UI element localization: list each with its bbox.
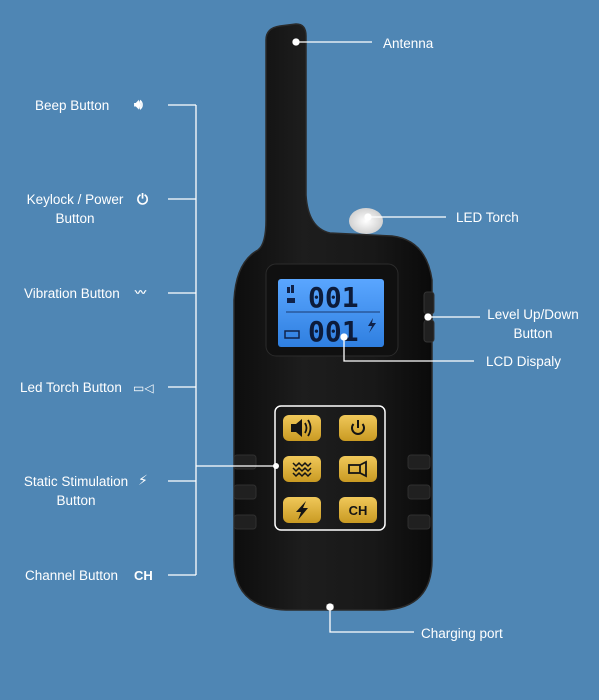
- label-static-stimulation-line1: Static Stimulation: [23, 474, 129, 489]
- keypad-channel-button[interactable]: CH: [339, 497, 377, 523]
- lightning-icon: ⚡︎: [138, 473, 148, 489]
- label-keylock-power-line2: Button: [55, 211, 95, 226]
- keypad-static-button[interactable]: [283, 497, 321, 523]
- antenna-leader: [292, 38, 372, 46]
- lcd-remote-icon: [287, 298, 295, 303]
- label-led-torch: LED Torch: [456, 210, 519, 225]
- vibration-icon: [292, 461, 312, 478]
- lightning-icon: [296, 501, 308, 520]
- lcd-leader: [340, 333, 474, 362]
- lcd-bolt-icon: [368, 318, 376, 333]
- led-torch: [349, 208, 383, 234]
- left-bracket: [168, 104, 276, 576]
- level-leader: [424, 313, 480, 321]
- keypad-vibration-button[interactable]: [283, 456, 321, 482]
- power-icon: ⏻: [137, 192, 149, 208]
- channel-icon: CH: [134, 568, 153, 583]
- keypad-beep-button[interactable]: [283, 415, 321, 441]
- label-static-stimulation: Static Stimulation Button: [14, 472, 138, 510]
- level-up-button[interactable]: [423, 291, 435, 315]
- label-level-up-down: Level Up/Down Button: [487, 307, 579, 341]
- speaker-icon: 🔊︎: [134, 97, 143, 113]
- lcd-bottom-value: 001: [308, 315, 359, 348]
- label-keylock-power-line1: Keylock / Power: [26, 192, 124, 207]
- right-grip: [407, 454, 431, 530]
- label-vibration-button: Vibration Button: [24, 286, 120, 301]
- label-keylock-power: Keylock / Power Button: [15, 190, 135, 228]
- label-antenna: Antenna: [383, 36, 434, 51]
- lcd-top-value: 001: [308, 281, 359, 314]
- lcd-antenna-icon: [287, 285, 294, 293]
- flashlight-icon: ▭◁: [133, 381, 154, 395]
- flashlight-icon: [348, 460, 367, 478]
- charging-leader: [326, 603, 414, 633]
- keypad-torch-button[interactable]: [339, 456, 377, 482]
- keypad-ch-label: CH: [349, 503, 368, 518]
- keypad-power-button[interactable]: [339, 415, 377, 441]
- level-down-button[interactable]: [423, 319, 435, 343]
- label-static-stimulation-line2: Button: [56, 493, 96, 508]
- left-grip: [233, 454, 257, 530]
- label-charging-port: Charging port: [421, 626, 503, 641]
- lcd-screen: [278, 279, 384, 347]
- label-lcd-display: LCD Dispaly: [486, 354, 562, 369]
- lcd-battery-icon: [284, 330, 300, 339]
- speaker-icon: [291, 419, 302, 437]
- vibration-icon: 〰: [135, 286, 146, 299]
- power-icon: [351, 423, 365, 435]
- keypad-leader-dot: [273, 463, 279, 469]
- label-beep-button: Beep Button: [35, 98, 110, 113]
- led-torch-leader: [364, 213, 446, 221]
- label-led-torch-button: Led Torch Button: [20, 380, 122, 395]
- label-channel-button: Channel Button: [25, 568, 119, 583]
